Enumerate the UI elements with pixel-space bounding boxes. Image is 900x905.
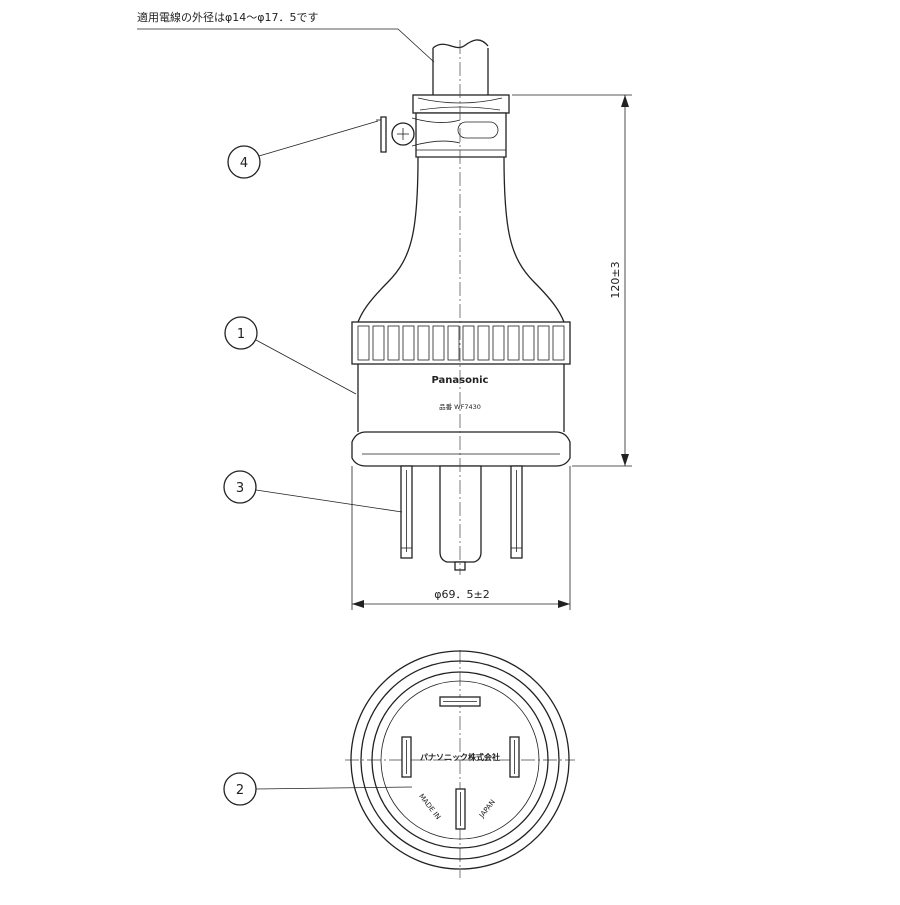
rim-step (360, 660, 560, 860)
slot-left (401, 736, 412, 778)
dimension-diameter: φ69．5±2 (351, 466, 571, 610)
grip-rib (447, 325, 460, 361)
dimension-height-text: 120±3 (609, 261, 622, 298)
body-outline-right (503, 156, 565, 323)
callout-4-label: 4 (240, 156, 248, 171)
face-rim (371, 671, 549, 849)
callout-2-label: 2 (236, 783, 244, 798)
clamp-screw-icon (376, 116, 415, 153)
slot-top (439, 696, 481, 707)
callout-1: 1 (224, 316, 357, 395)
base-flange (351, 431, 571, 467)
face-inner (380, 680, 540, 840)
grip-rib (357, 325, 370, 361)
slot-bottom (455, 788, 466, 830)
slot-right (509, 736, 520, 778)
maker-label: パナソニック株式会社 (420, 752, 500, 762)
origin-label-left: MADE IN (417, 792, 442, 821)
callout-1-label: 1 (237, 327, 245, 342)
grip-rib (477, 325, 490, 361)
dimension-diameter-text: φ69．5±2 (434, 588, 489, 601)
grip-ribs (357, 325, 565, 361)
dimension-height: 120±3 (512, 94, 632, 467)
grip-rib (522, 325, 535, 361)
grip-ring (351, 321, 571, 365)
clamp-band (412, 94, 510, 114)
grip-rib (387, 325, 400, 361)
ground-pin (439, 465, 482, 571)
body-outline-left (357, 156, 419, 323)
outer-rim (350, 650, 570, 870)
grip-rib (507, 325, 520, 361)
prong-right (510, 465, 523, 559)
grip-rib (432, 325, 445, 361)
clamp-body (415, 112, 507, 158)
cable-note-text: 適用電線の外径はφ14～φ17．5です (137, 10, 319, 24)
grip-rib (402, 325, 415, 361)
grip-rib (462, 325, 475, 361)
grip-rib (537, 325, 550, 361)
grip-rib (372, 325, 385, 361)
callout-4: 4 (227, 120, 379, 179)
model-label: 品番 WF7430 (439, 403, 481, 411)
prong-left (400, 465, 413, 559)
callout-3: 3 (223, 470, 403, 513)
cable-note: 適用電線の外径はφ14～φ17．5です (137, 10, 435, 63)
plug-front-view: パナソニック株式会社 MADE IN JAPAN (345, 650, 575, 878)
callout-2: 2 (223, 772, 413, 806)
cable-note-leader (137, 28, 435, 63)
grip-rib (417, 325, 430, 361)
grip-rib (492, 325, 505, 361)
plug-side-view: Panasonic 品番 WF7430 (351, 39, 571, 575)
origin-label-right: JAPAN (477, 798, 497, 820)
grip-rib (552, 325, 565, 361)
lower-body (357, 364, 565, 432)
callout-3-label: 3 (236, 481, 244, 496)
cable (432, 39, 489, 95)
